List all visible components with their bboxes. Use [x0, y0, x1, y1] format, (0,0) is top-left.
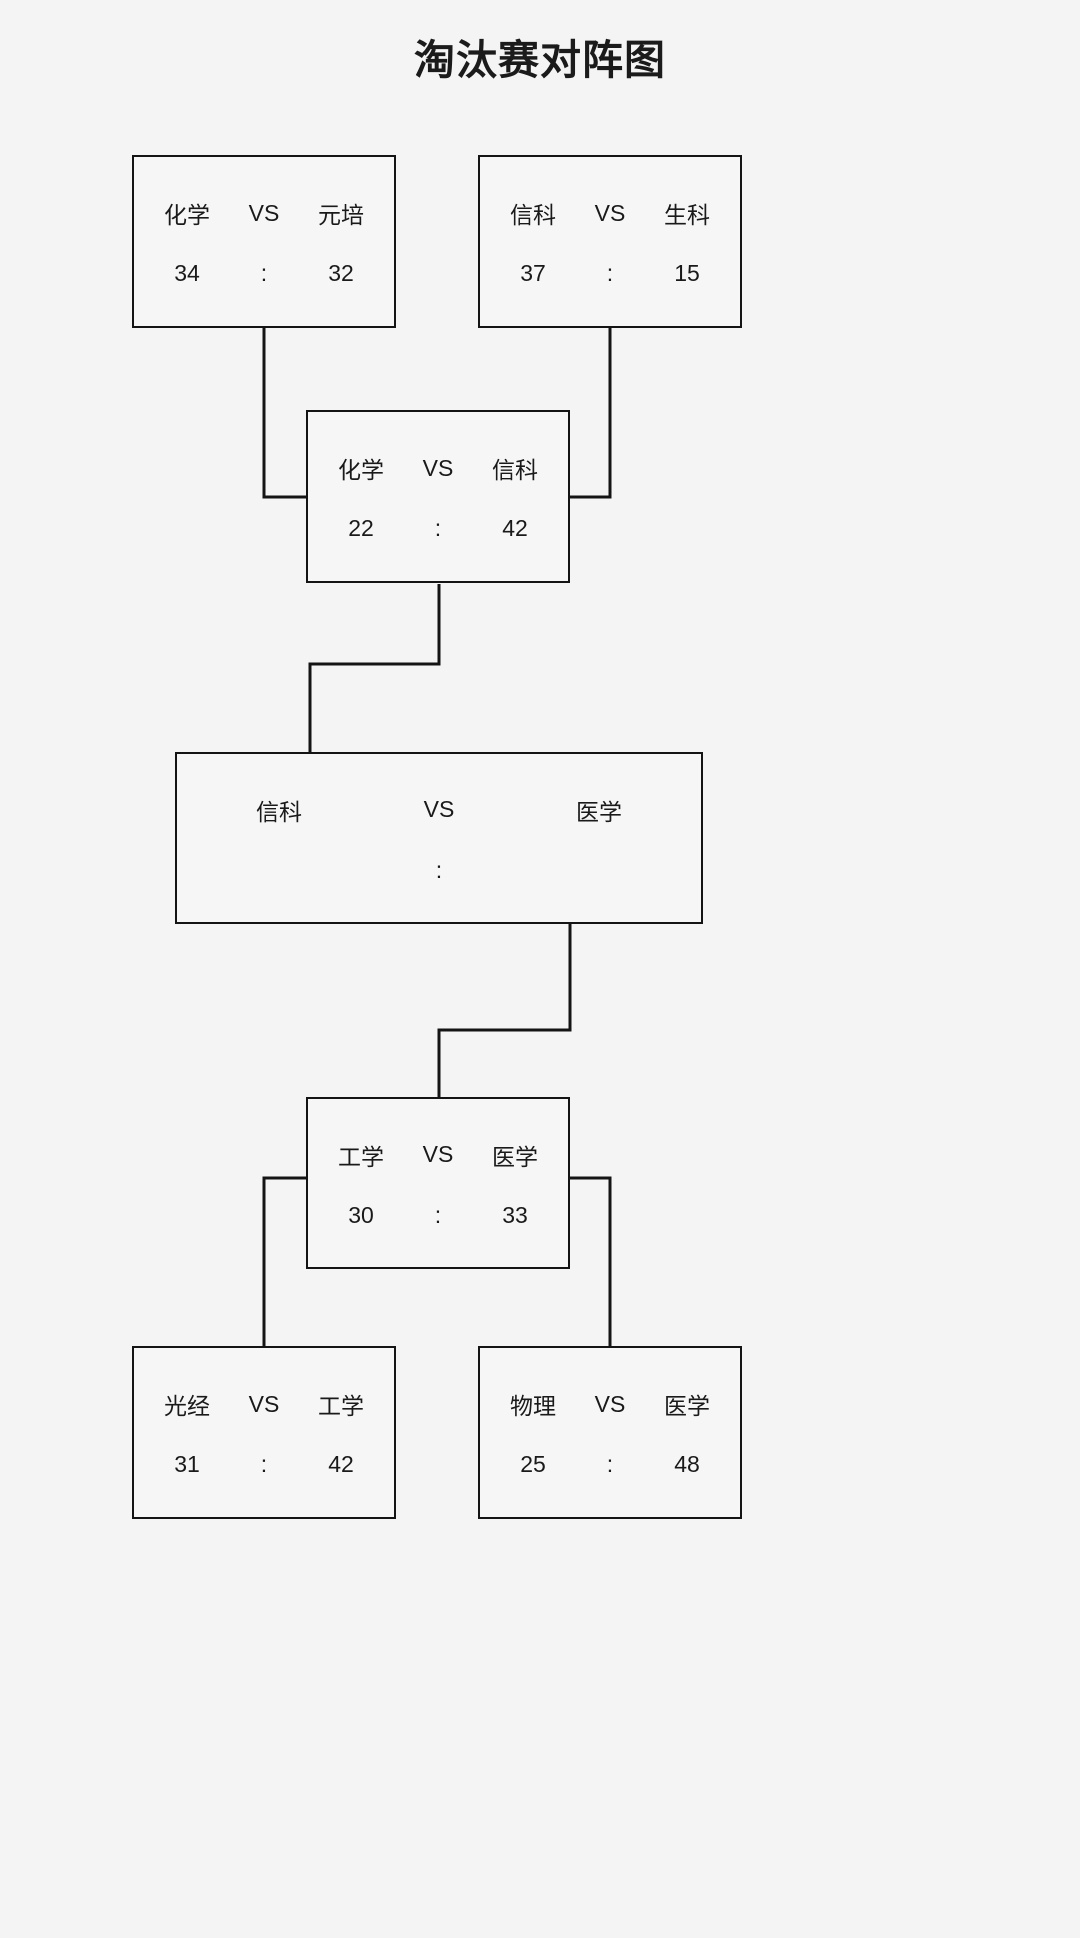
score-left: 37 — [520, 260, 546, 286]
score-left: 25 — [520, 1451, 546, 1477]
score-right: 42 — [328, 1451, 354, 1477]
vs-label: VS — [422, 1141, 454, 1167]
match-teams-row: 信科 VS 生科 — [480, 196, 740, 230]
line-sf-upper-to-final — [308, 584, 441, 753]
team-name-left: 化学 — [338, 457, 384, 483]
line-sf-lower-to-qf-lower-left — [262, 1176, 308, 1347]
vs-label: VS — [423, 796, 455, 822]
score-left: 34 — [174, 260, 200, 286]
line-qf-upper-right-to-sf — [570, 328, 612, 499]
page-title: 淘汰赛对阵图 — [414, 37, 666, 83]
score-separator: : — [606, 260, 614, 286]
team-name-right: 工学 — [318, 1393, 364, 1419]
line-sf-lower-to-qf-lower-right — [570, 1176, 612, 1347]
match-scores-row: 37 : 15 — [480, 260, 740, 287]
team-name-left: 信科 — [256, 798, 302, 825]
score-left: 30 — [348, 1201, 374, 1228]
score-right: 33 — [502, 1201, 528, 1228]
team-name-left: 化学 — [164, 202, 210, 228]
score-right: 48 — [674, 1451, 700, 1477]
match-scores-row: 22 : 42 — [308, 515, 568, 542]
vs-label: VS — [248, 1390, 280, 1417]
score-left: 31 — [174, 1451, 200, 1477]
match-box-sf-upper[interactable]: 化学 VS 信科 22 : 42 — [306, 410, 570, 583]
score-separator: : — [260, 1451, 268, 1477]
score-separator: : — [435, 856, 443, 883]
score-right: 42 — [502, 515, 528, 541]
match-scores-row: 25 : 48 — [480, 1451, 740, 1478]
line-qf-upper-left-to-sf — [262, 328, 308, 499]
match-teams-row: 物理 VS 医学 — [480, 1387, 740, 1421]
score-separator: : — [434, 1201, 442, 1228]
team-name-left: 光经 — [164, 1393, 210, 1419]
team-name-right: 信科 — [492, 457, 538, 483]
score-separator: : — [260, 260, 268, 286]
match-box-qf-upper-left[interactable]: 化学 VS 元培 34 : 32 — [132, 155, 396, 328]
match-teams-row: 光经 VS 工学 — [134, 1387, 394, 1421]
score-right: 32 — [328, 260, 354, 286]
match-box-qf-lower-left[interactable]: 光经 VS 工学 31 : 42 — [132, 1346, 396, 1519]
team-name-right: 医学 — [492, 1143, 538, 1170]
vs-label: VS — [594, 1390, 626, 1417]
team-name-right: 生科 — [664, 202, 710, 228]
match-teams-row: 化学 VS 元培 — [134, 196, 394, 230]
match-scores-row: 30 : 33 — [308, 1202, 568, 1229]
team-name-left: 信科 — [510, 202, 556, 228]
team-name-left: 物理 — [510, 1393, 556, 1419]
match-scores-row: 31 : 42 — [134, 1451, 394, 1478]
vs-label: VS — [422, 454, 454, 481]
match-box-qf-lower-right[interactable]: 物理 VS 医学 25 : 48 — [478, 1346, 742, 1519]
team-name-right: 元培 — [318, 202, 364, 228]
match-teams-row: 工学 VS 医学 — [308, 1138, 568, 1172]
team-name-left: 工学 — [338, 1143, 384, 1170]
match-scores-row: : — [177, 857, 701, 884]
score-separator: : — [606, 1451, 614, 1477]
match-teams-row: 信科 VS 医学 — [177, 793, 701, 827]
vs-label: VS — [248, 199, 280, 226]
line-final-to-sf-lower — [437, 924, 572, 1098]
vs-label: VS — [594, 199, 626, 226]
score-right: 15 — [674, 260, 700, 286]
score-separator: : — [434, 515, 442, 541]
match-box-sf-lower[interactable]: 工学 VS 医学 30 : 33 — [306, 1097, 570, 1269]
match-scores-row: 34 : 32 — [134, 260, 394, 287]
match-box-final[interactable]: 信科 VS 医学 : — [175, 752, 703, 924]
score-left: 22 — [348, 515, 374, 541]
team-name-right: 医学 — [576, 798, 622, 825]
match-box-qf-upper-right[interactable]: 信科 VS 生科 37 : 15 — [478, 155, 742, 328]
match-teams-row: 化学 VS 信科 — [308, 451, 568, 485]
team-name-right: 医学 — [664, 1393, 710, 1419]
